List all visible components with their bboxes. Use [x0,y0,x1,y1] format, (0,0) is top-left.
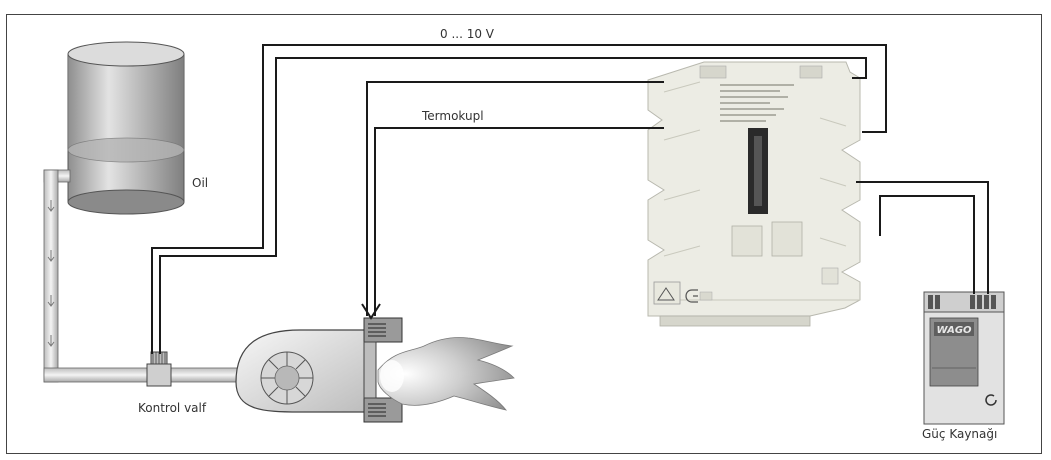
control-valve-icon [147,352,171,386]
transducer-module-icon [648,62,860,326]
thermocouple-arrow [362,304,380,318]
voltage-label: 0 ... 10 V [440,27,494,41]
flame-icon [378,337,514,410]
power-brand-logo: WAGO [936,325,972,336]
oil-tank-icon [68,42,184,214]
power-wire-inner [880,196,974,294]
power-wire-outer [856,182,988,294]
thermocouple-wire-inner [375,128,664,316]
signal-wires [152,45,988,354]
burner-blower-icon [236,318,402,422]
thermocouple-label: Termokupl [422,109,484,123]
power-supply-icon: WAGO [924,292,1004,424]
power-supply-label: Güç Kaynağı [922,427,997,441]
oil-label: Oil [192,176,208,190]
thermocouple-wire-outer [367,82,664,316]
valve-label: Kontrol valf [138,401,206,415]
